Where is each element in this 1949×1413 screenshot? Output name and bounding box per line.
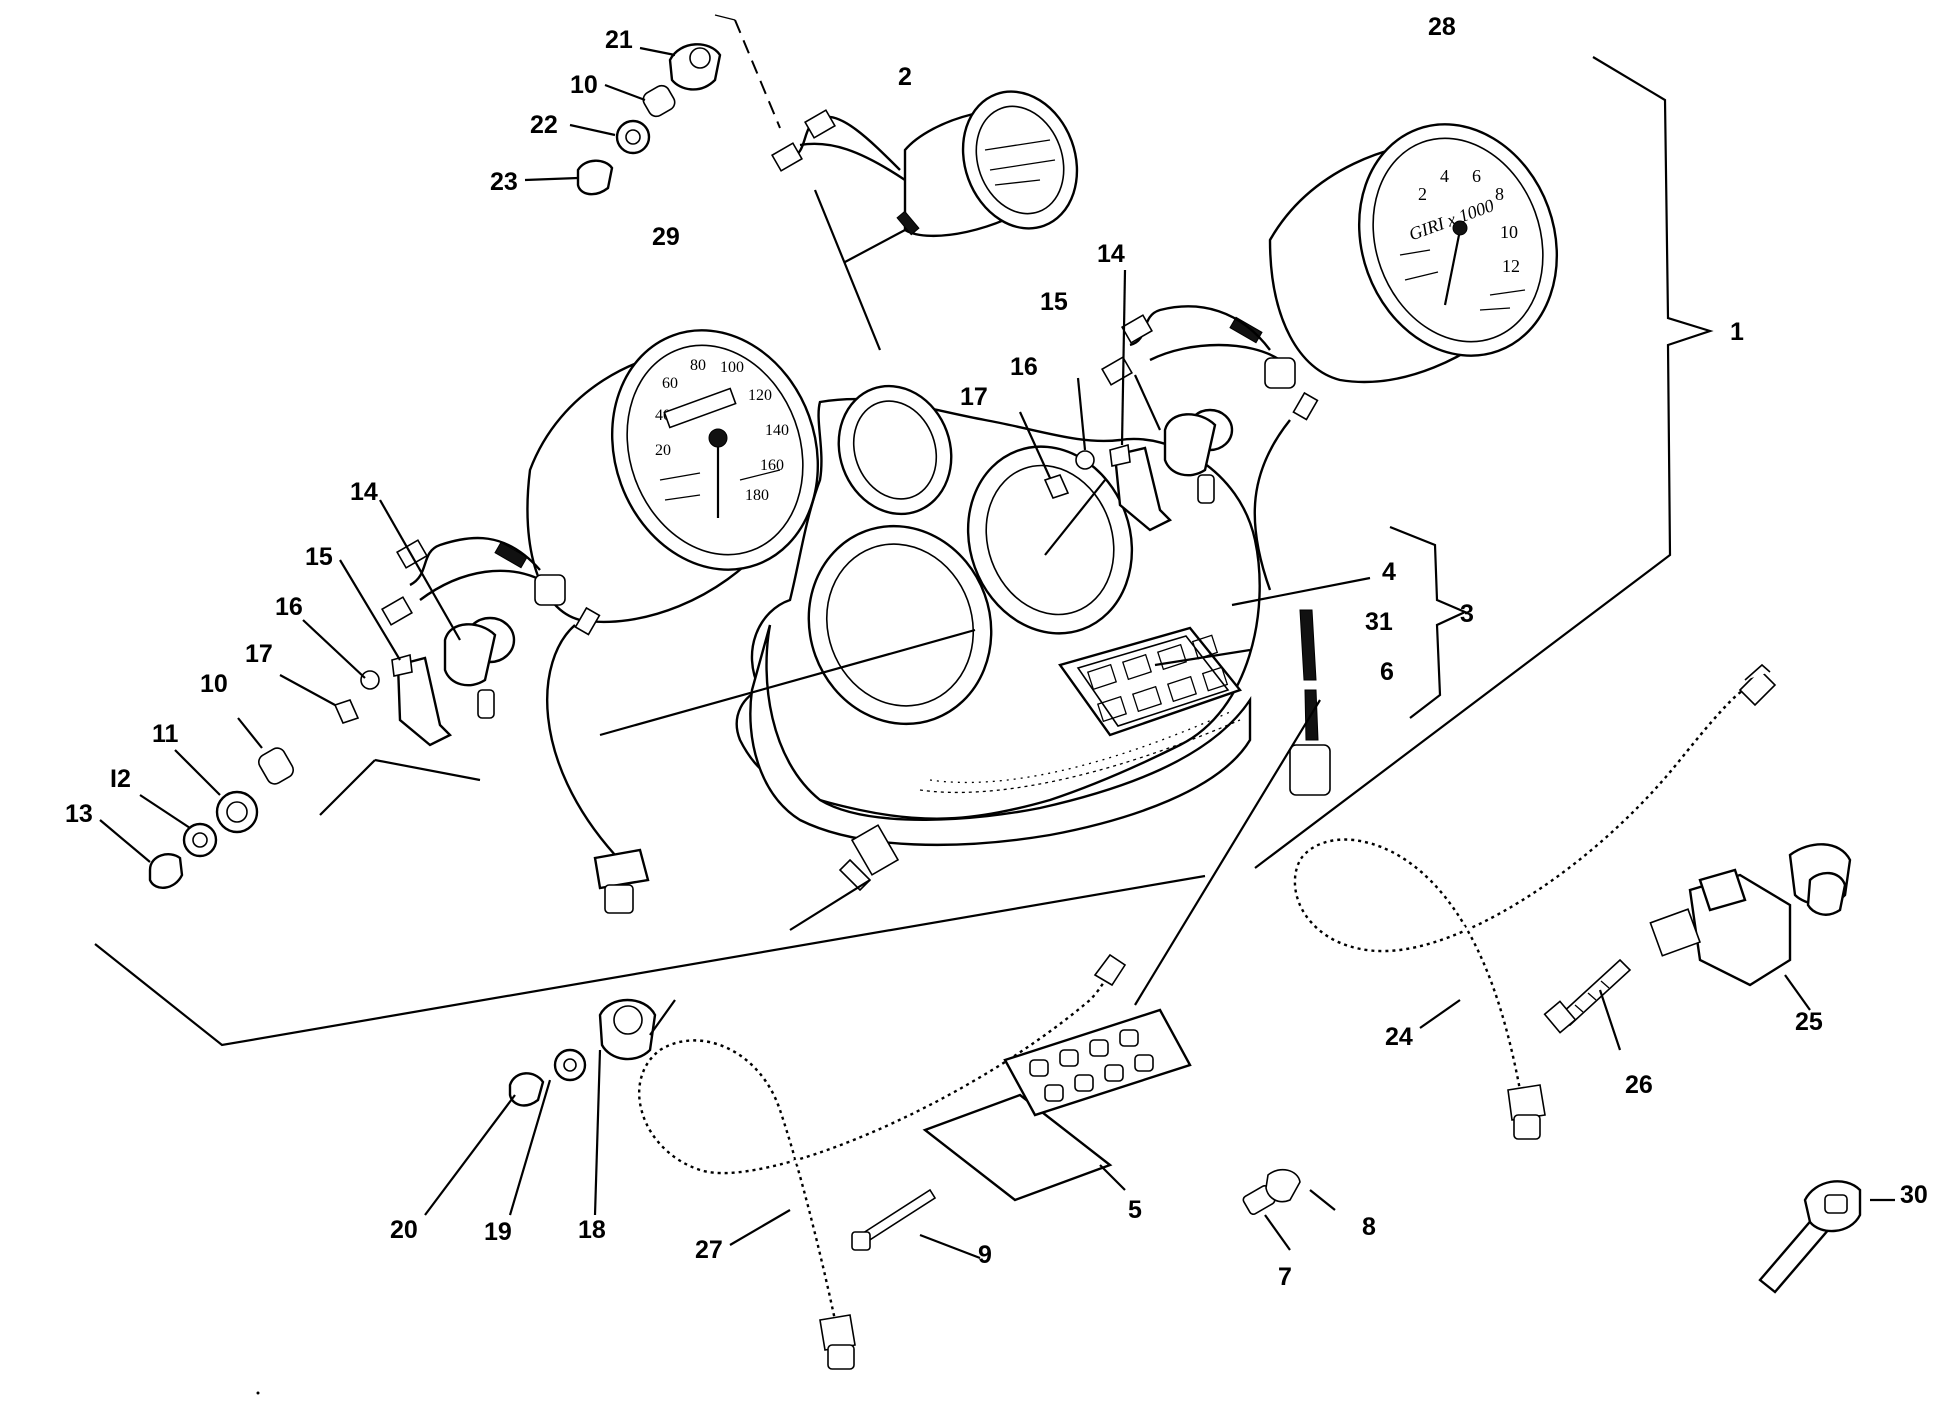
callout-10-top: 10 [570, 71, 598, 99]
callout-9: 9 [978, 1241, 992, 1269]
callout-6: 6 [1380, 658, 1394, 686]
callout-2: 2 [898, 63, 912, 91]
tachometer-cable [1290, 663, 1777, 1140]
bulb-socket-assembly-left [279, 499, 516, 816]
ignition-key [1758, 1180, 1895, 1294]
callout-12: I2 [110, 765, 131, 793]
callout-26: 26 [1625, 1071, 1653, 1099]
callout-3: 3 [1460, 600, 1474, 628]
callout-25: 25 [1795, 1008, 1823, 1036]
speedo-digit-180: 180 [745, 487, 769, 504]
warning-light-unit [851, 699, 1321, 1260]
warning-light-panel [1058, 626, 1251, 737]
callout-20: 20 [390, 1216, 418, 1244]
assembly-bracket-lines [94, 14, 1714, 1047]
callout-22: 22 [530, 111, 558, 139]
stray-mark [256, 1391, 260, 1395]
speedometer: 20 40 60 80 100 120 140 160 180 [381, 329, 820, 914]
bulb-and-holder [1242, 1168, 1336, 1251]
bulb-socket-assembly-right [1018, 269, 1234, 556]
callout-labels: 1 2 3 4 5 6 7 8 9 10 10 11 I2 13 14 14 1… [65, 13, 1928, 1291]
callout-15-right: 15 [1040, 288, 1068, 316]
tach-digit-10: 10 [1500, 222, 1518, 242]
speedo-digit-160: 160 [760, 457, 784, 474]
tach-digit-8: 8 [1495, 184, 1504, 204]
callout-1: 1 [1730, 318, 1744, 346]
adjuster-stack-left [99, 717, 294, 889]
callout-10-left: 10 [200, 670, 228, 698]
callout-18: 18 [578, 1216, 606, 1244]
callout-17-left: 17 [245, 640, 273, 668]
callout-27: 27 [695, 1236, 723, 1264]
speedo-digit-20: 20 [655, 442, 671, 459]
callout-11: 11 [152, 720, 179, 748]
speedo-digit-120: 120 [748, 387, 772, 404]
callout-17-right: 17 [960, 383, 988, 411]
tach-digit-6: 6 [1472, 166, 1481, 186]
speedo-digit-140: 140 [765, 422, 789, 439]
callout-23: 23 [490, 168, 518, 196]
callout-16-left: 16 [275, 593, 303, 621]
callout-14-left: 14 [350, 478, 378, 506]
callout-19: 19 [484, 1218, 512, 1246]
speedometer-cable [634, 953, 1127, 1370]
callout-31: 31 [1365, 608, 1393, 636]
callout-4: 4 [1382, 558, 1396, 586]
grommet-stack [424, 998, 676, 1216]
speedo-digit-100: 100 [720, 359, 744, 376]
tach-digit-2: 2 [1418, 184, 1427, 204]
callout-16-right: 16 [1010, 353, 1038, 381]
callout-21: 21 [605, 26, 633, 54]
speedo-digit-80: 80 [690, 357, 706, 374]
callout-8: 8 [1362, 1213, 1376, 1241]
callout-28: 28 [1428, 13, 1456, 41]
adjuster-stack-top [524, 43, 722, 196]
small-gauge [771, 90, 1079, 351]
callout-30: 30 [1900, 1181, 1928, 1209]
callout-13: 13 [65, 800, 93, 828]
ignition-switch [1543, 843, 1852, 1051]
tach-digit-4: 4 [1440, 166, 1449, 186]
speedo-digit-60: 60 [662, 375, 678, 392]
callout-15-left: 15 [305, 543, 333, 571]
tach-digit-12: 12 [1502, 256, 1520, 276]
tachometer-scale: 2 4 6 8 10 12 [1418, 166, 1520, 276]
callout-5: 5 [1128, 1196, 1142, 1224]
callout-24: 24 [1385, 1023, 1413, 1051]
callout-29: 29 [652, 223, 680, 251]
tachometer: GIRI x 1000 2 4 6 8 10 12 [1101, 123, 1559, 591]
callout-7: 7 [1278, 1263, 1292, 1291]
callout-14-right: 14 [1097, 240, 1125, 268]
